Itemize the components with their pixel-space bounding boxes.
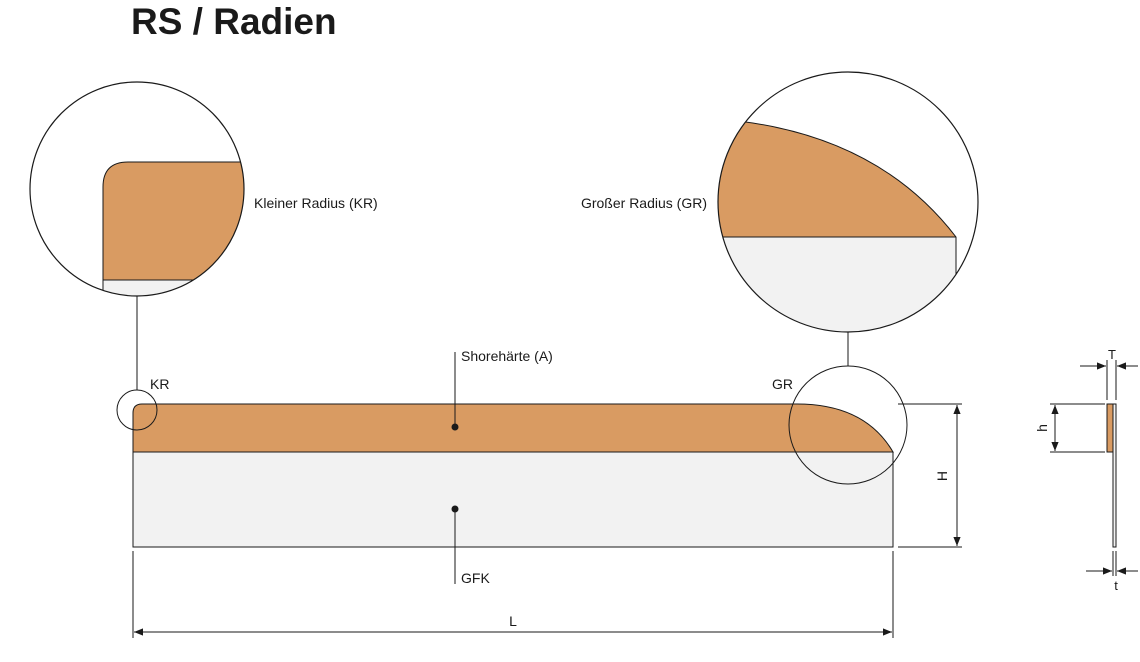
total-thickness-label: T [1108,347,1116,362]
base-thickness-label: t [1114,578,1118,593]
main-profile [132,352,894,584]
large-radius-label: Großer Radius (GR) [581,195,707,211]
shore-hardness-label: Shorehärte (A) [461,348,553,364]
kr-label: KR [150,376,169,392]
side-view [1050,360,1138,576]
kr-marker-circle [116,389,158,431]
length-label: L [509,613,517,629]
dimension-length [132,551,894,638]
rubber-layer [132,403,894,453]
gr-label: GR [772,376,793,392]
side-view-base [1112,403,1117,548]
page-title: RS / Radien [131,1,337,42]
small-radius-label: Kleiner Radius (KR) [254,195,378,211]
gfk-label: GFK [461,570,490,586]
rubber-height-label: h [1034,424,1050,432]
dimension-height [898,403,962,548]
height-label: H [934,471,950,481]
gfk-base-layer [132,451,894,548]
side-view-rubber [1106,403,1114,453]
gr-marker-circle [788,365,908,485]
